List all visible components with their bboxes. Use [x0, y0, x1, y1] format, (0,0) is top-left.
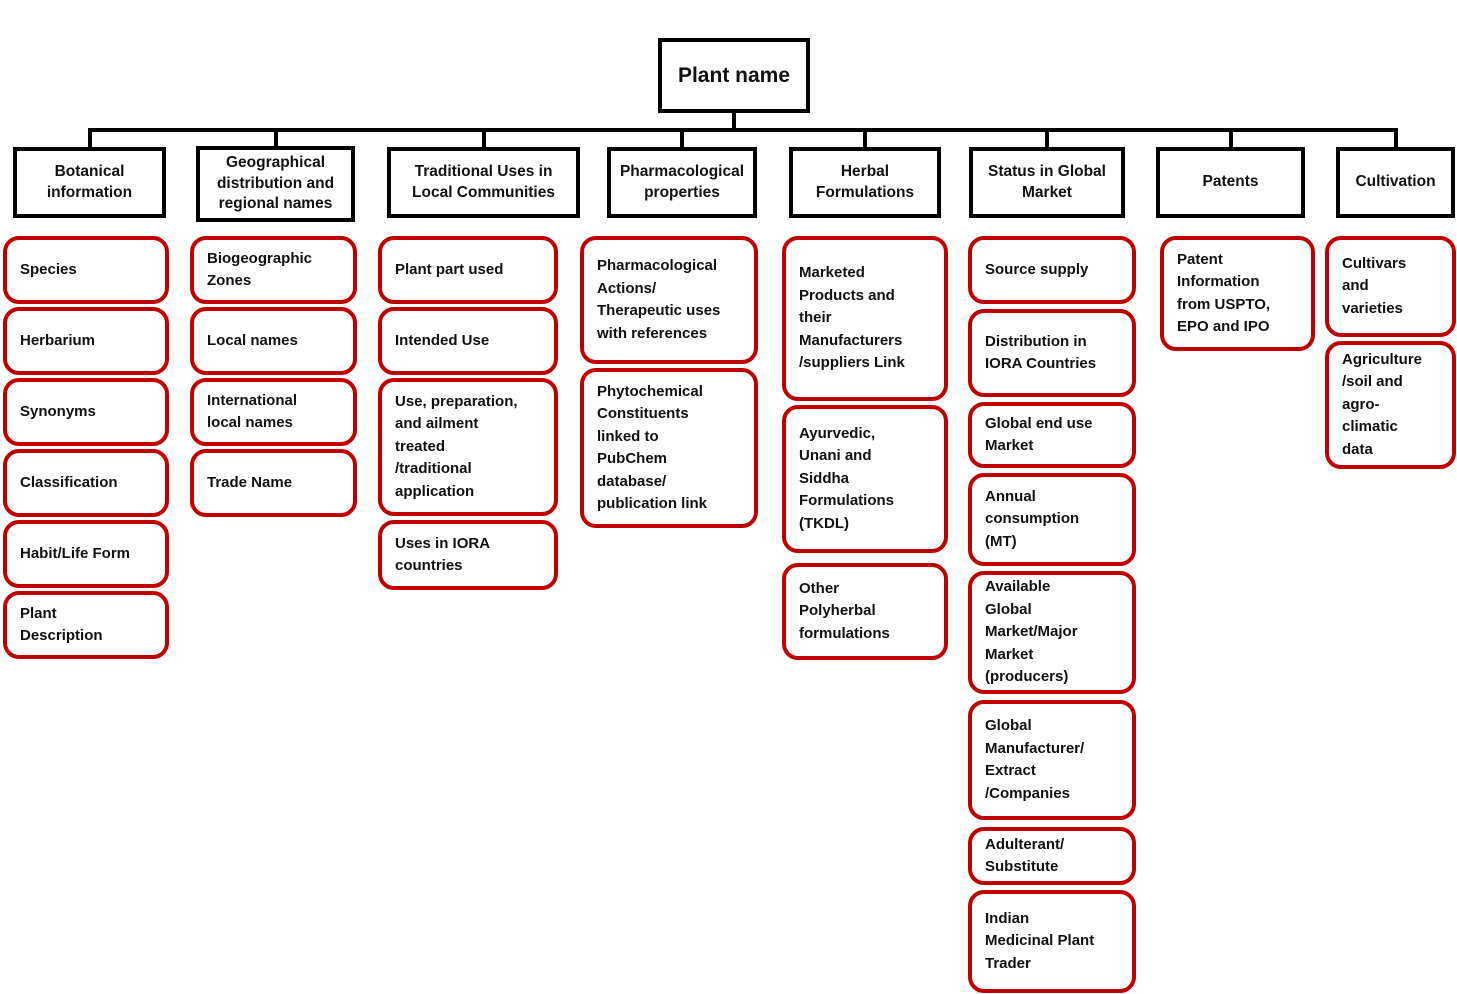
item-annual-consumption-mt: Annual consumption (MT) [968, 473, 1136, 566]
item-patent-information-from-uspto-epo-and-ipo: Patent Information from USPTO, EPO and I… [1160, 236, 1315, 351]
branch-stub-line-6 [1045, 128, 1049, 155]
item-intended-use: Intended Use [378, 307, 558, 375]
item-trade-name: Trade Name [190, 449, 357, 517]
item-plant-description: Plant Description [3, 591, 169, 659]
root-stub-line [732, 109, 736, 132]
item-biogeographic-zones: Biogeographic Zones [190, 236, 357, 304]
item-marketed-products-and-their-manufacturers-suppliers-link: Marketed Products and their Manufacturer… [782, 236, 948, 401]
item-indian-medicinal-plant-trader: Indian Medicinal Plant Trader [968, 890, 1136, 993]
item-global-end-use-market: Global end use Market [968, 402, 1136, 468]
item-herbarium: Herbarium [3, 307, 169, 375]
category-botanical-information: Botanical information [13, 147, 166, 218]
item-synonyms: Synonyms [3, 378, 169, 446]
item-cultivars-and-varieties: Cultivars and varieties [1325, 236, 1456, 337]
category-cultivation: Cultivation [1336, 147, 1455, 218]
branch-stub-line-8 [1393, 128, 1398, 155]
item-global-manufacturer-extract-companies: Global Manufacturer/ Extract /Companies [968, 700, 1136, 820]
item-available-global-market-major-market-producers: Available Global Market/Major Market (pr… [968, 571, 1136, 694]
item-source-supply: Source supply [968, 236, 1136, 304]
item-other-polyherbal-formulations: Other Polyherbal formulations [782, 563, 948, 660]
item-habit-life-form: Habit/Life Form [3, 520, 169, 588]
branch-stub-line-1 [87, 128, 92, 155]
item-international-local-names: International local names [190, 378, 357, 446]
branch-stub-line-5 [863, 128, 867, 155]
item-adulterant-substitute: Adulterant/ Substitute [968, 827, 1136, 885]
root-node: Plant name [658, 38, 810, 113]
item-pharmacological-actions-therapeutic-uses-with-references: Pharmacological Actions/ Therapeutic use… [580, 236, 758, 364]
category-status-in-global-market: Status in Global Market [969, 147, 1125, 218]
branch-stub-line-2 [273, 128, 278, 155]
item-species: Species [3, 236, 169, 304]
branch-stub-line-3 [481, 128, 486, 155]
category-patents: Patents [1156, 147, 1305, 218]
item-distribution-in-iora-countries: Distribution in IORA Countries [968, 309, 1136, 397]
item-uses-in-iora-countries: Uses in IORA countries [378, 520, 558, 590]
category-geographical-distribution-and-regional-names: Geographical distribution and regional n… [196, 146, 355, 222]
item-classification: Classification [3, 449, 169, 517]
item-ayurvedic-unani-and-siddha-formulations-tkdl: Ayurvedic, Unani and Siddha Formulations… [782, 405, 948, 553]
item-agriculture-soil-and-agro-climatic-data: Agriculture /soil and agro- climatic dat… [1325, 341, 1456, 469]
branch-stub-line-7 [1228, 128, 1233, 155]
category-traditional-uses-in-local-communities: Traditional Uses in Local Communities [387, 147, 580, 218]
category-pharmacological-properties: Pharmacological properties [607, 147, 757, 218]
branch-stub-line-4 [680, 128, 684, 155]
horizontal-connector-line [87, 128, 1398, 132]
item-plant-part-used: Plant part used [378, 236, 558, 304]
item-phytochemical-constituents-linked-to-pubchem-database-publication-link: Phytochemical Constituents linked to Pub… [580, 368, 758, 528]
category-herbal-formulations: Herbal Formulations [789, 147, 941, 218]
item-use-preparation-and-ailment-treated-traditional-application: Use, preparation, and ailment treated /t… [378, 378, 558, 516]
item-local-names: Local names [190, 307, 357, 375]
